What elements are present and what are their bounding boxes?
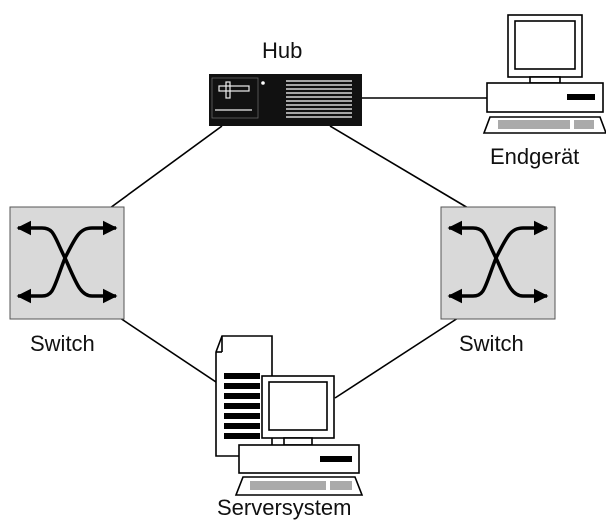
hub-device-icon	[209, 74, 362, 126]
switch-right-label: Switch	[459, 331, 524, 356]
serversystem-label: Serversystem	[217, 495, 352, 520]
switch-icon	[440, 206, 556, 320]
connection-switch-left-serversystem	[119, 317, 223, 387]
desktop-computer-icon	[482, 14, 606, 134]
connection-hub-switch-right	[329, 125, 469, 209]
connection-hub-switch-left	[109, 125, 223, 209]
server-tower-with-computer-icon	[215, 335, 364, 496]
switch-icon	[9, 206, 125, 320]
connection-lines	[109, 97, 488, 399]
switch-left-label: Switch	[30, 331, 95, 356]
connection-switch-right-serversystem	[334, 317, 459, 399]
endgeraet-label: Endgerät	[490, 144, 580, 169]
hub-label: Hub	[262, 38, 303, 63]
